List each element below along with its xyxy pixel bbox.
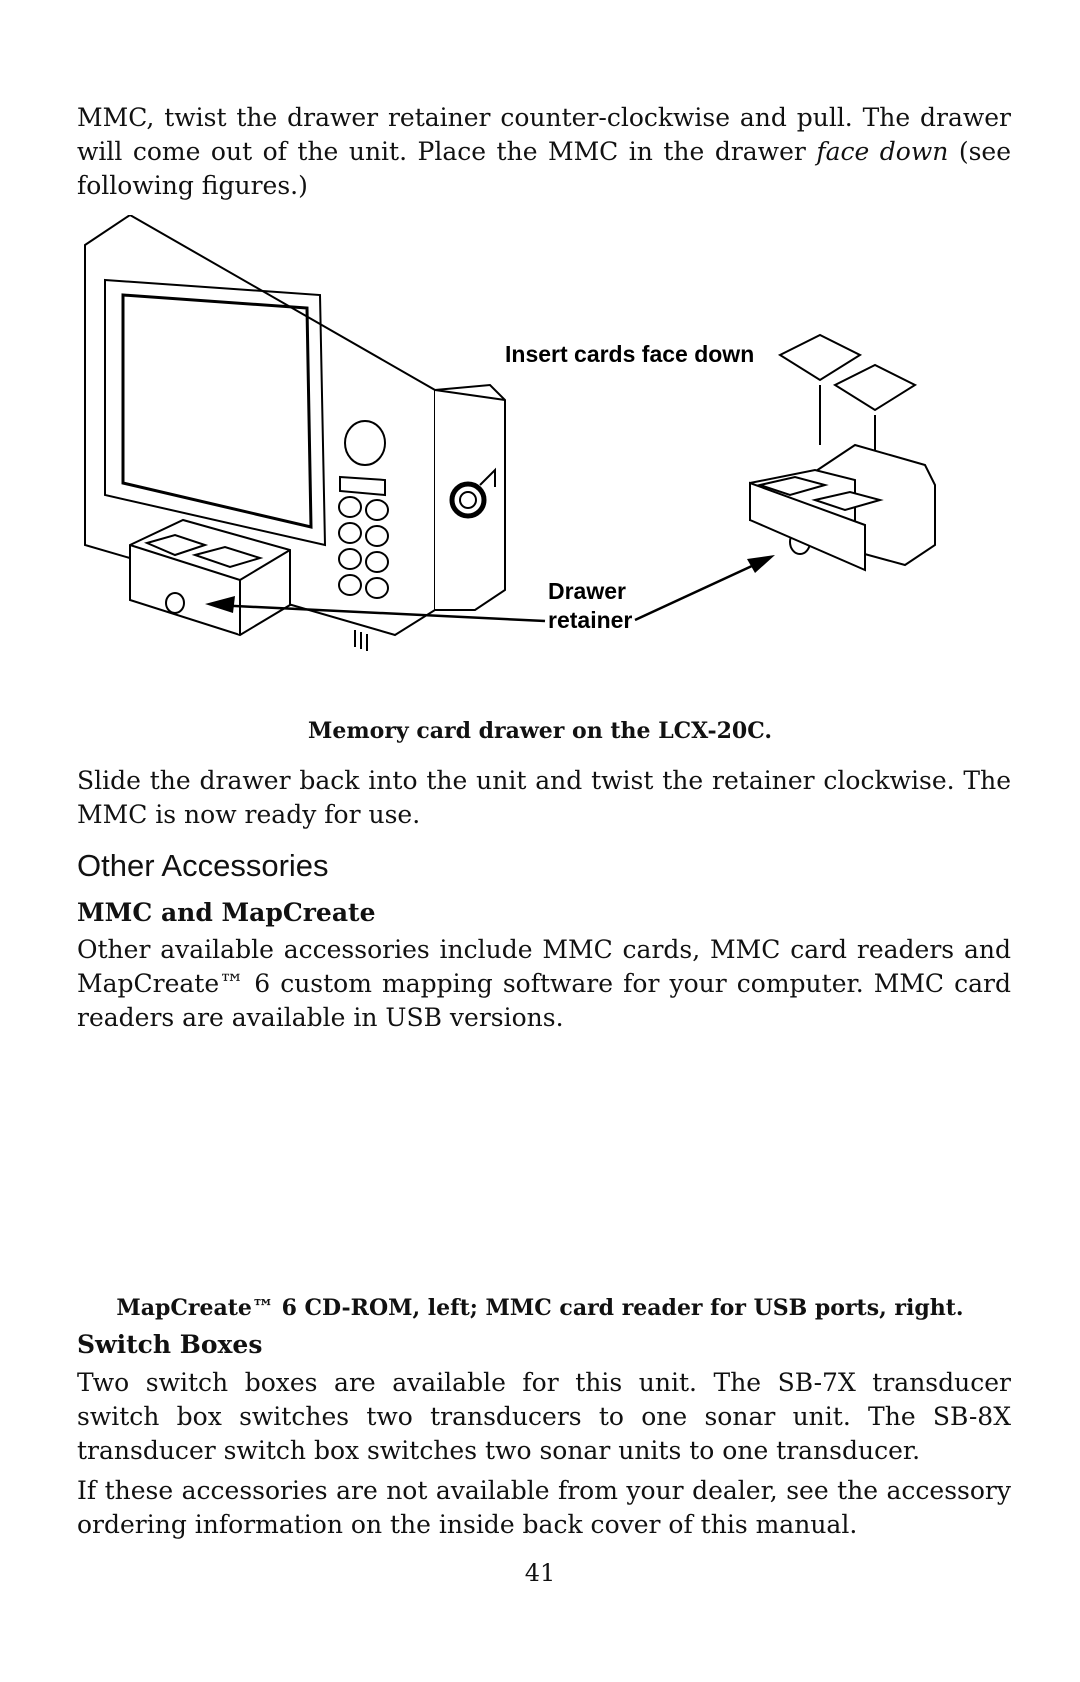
intro-text-end: (see following figures.) xyxy=(77,137,1012,200)
figure-caption: Memory card drawer on the LCX-20C. xyxy=(308,718,772,744)
page-number: 41 xyxy=(524,1559,556,1587)
mmc-mapcreate-paragraph: Other available accessories include MMC … xyxy=(77,935,1011,1032)
memory-card-drawer-figure: Insert cards face down Drawer retainer xyxy=(84,215,936,651)
switch-boxes-paragraph: Two switch boxes are available for this … xyxy=(77,1368,1011,1465)
insert-cards-label: Insert cards face down xyxy=(505,341,754,367)
switch-boxes-heading: Switch Boxes xyxy=(77,1330,263,1359)
mmc-mapcreate-heading: MMC and MapCreate xyxy=(77,898,376,927)
drawer-label-line1: Drawer xyxy=(548,578,626,604)
intro-emphasis: face down xyxy=(816,137,949,166)
detail-drawer xyxy=(749,443,936,572)
intro-paragraph: MMC, twist the drawer retainer counter-c… xyxy=(77,101,1011,203)
final-paragraph: If these accessories are not available f… xyxy=(77,1476,1011,1539)
slide-paragraph: Slide the drawer back into the unit and … xyxy=(77,766,1011,829)
section-title: Other Accessories xyxy=(77,848,329,883)
keypad xyxy=(338,496,389,599)
drawer-label-line2: retainer xyxy=(548,607,632,633)
photo-caption: MapCreate™ 6 CD-ROM, left; MMC card read… xyxy=(116,1295,964,1321)
mmc-cards xyxy=(777,333,918,465)
intro-text-start: MMC, twist the drawer retainer counter-c… xyxy=(77,103,1011,166)
